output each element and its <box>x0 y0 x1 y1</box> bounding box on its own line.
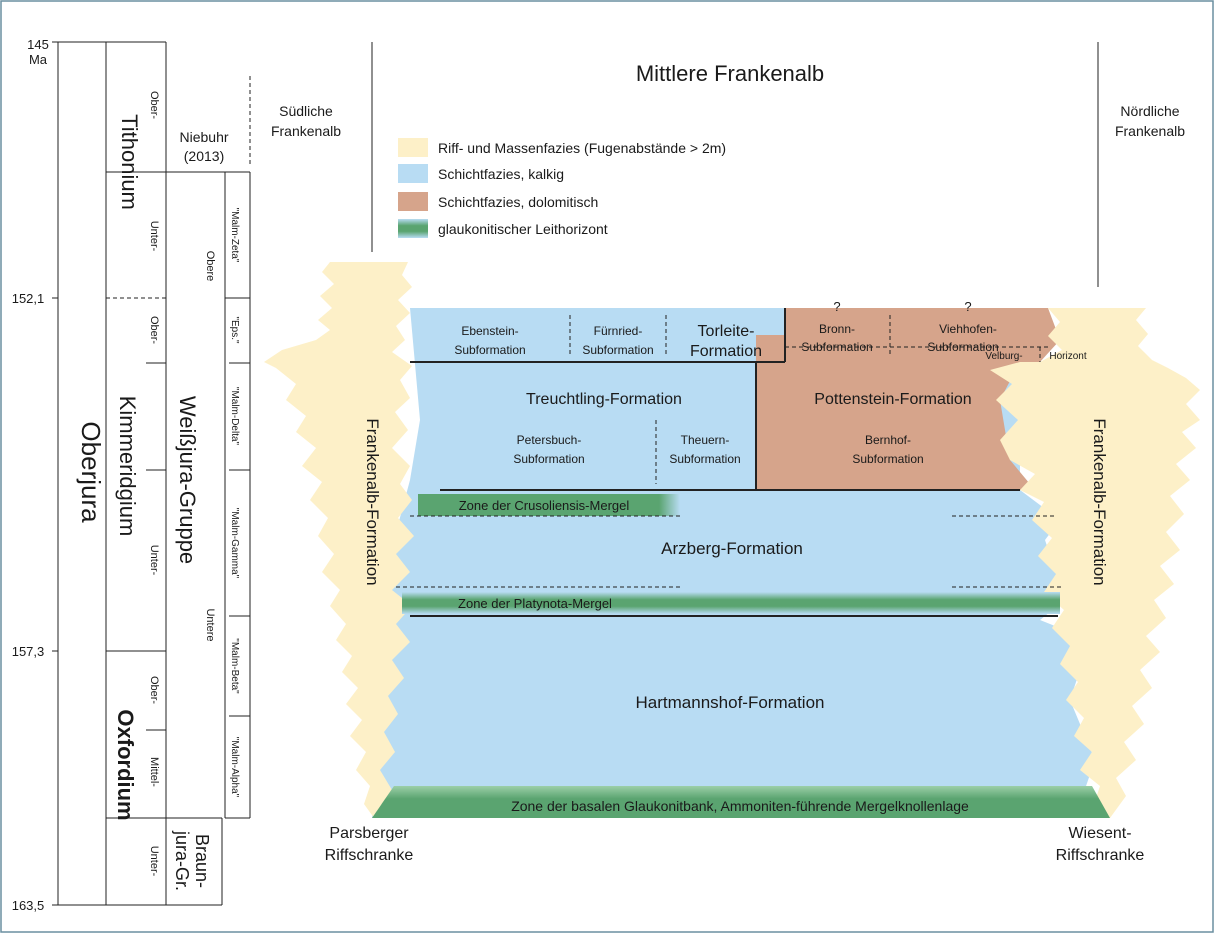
substage-ox-mittel: Mittel- <box>148 757 160 787</box>
crusoliensis-band <box>418 494 680 516</box>
treuchtling-label: Treuchtling-Formation <box>526 391 682 408</box>
region-south-2: Frankenalb <box>271 123 341 139</box>
region-south-1: Südliche <box>279 103 333 119</box>
legend-swatch-dolomitic <box>398 192 428 211</box>
torleite-2: Formation <box>690 343 762 360</box>
crusoliensis-label: Zone der Crusoliensis-Mergel <box>459 498 630 513</box>
velburg-label: Velburg- <box>985 351 1022 362</box>
hartmannshof-label: Hartmannshof-Formation <box>636 693 825 712</box>
age-163: 163,5 <box>12 898 45 913</box>
reef-right <box>990 308 1200 818</box>
substage-kim-unter: Unter- <box>148 545 160 576</box>
niebuhr-line1: Niebuhr <box>179 129 228 145</box>
malm-eps: "Eps." <box>229 316 240 344</box>
age-145: 145 <box>27 37 49 52</box>
frankenalb-left: Frankenalb-Formation <box>363 418 382 585</box>
malm-alpha: "Malm-Alpha" <box>229 737 240 798</box>
torleite-1: Torleite- <box>698 323 755 340</box>
legend-label-dolomitic: Schichtfazies, dolomitisch <box>438 194 598 210</box>
reef-left <box>264 262 414 818</box>
stage-kimmeridgium: Kimmeridgium <box>115 396 140 537</box>
bernhof-2: Subformation <box>852 452 923 466</box>
legend-label-glauconite: glaukonitischer Leithorizont <box>438 221 608 237</box>
substage-tith-unter: Unter- <box>148 221 160 252</box>
age-152: 152,1 <box>12 291 45 306</box>
legend-swatch-calcareous <box>398 164 428 183</box>
group-untere: Untere <box>204 608 216 641</box>
platynota-label: Zone der Platynota-Mergel <box>458 596 612 611</box>
bernhof-1: Bernhof- <box>865 433 911 447</box>
bronn-question: ? <box>833 299 840 314</box>
basal-band <box>372 786 1110 818</box>
malm-zeta: "Malm-Zeta" <box>229 208 240 263</box>
ebenstein-1: Ebenstein- <box>461 324 518 338</box>
braunjura-line2: jura-Gr. <box>172 830 192 891</box>
timescale <box>52 41 251 906</box>
parsberger-1: Parsberger <box>329 825 409 842</box>
basal-label: Zone der basalen Glaukonitbank, Ammonite… <box>511 798 969 814</box>
petersbuch-2: Subformation <box>513 452 584 466</box>
stage-tithonium: Tithonium <box>117 114 142 210</box>
viehhofen-question: ? <box>964 299 971 314</box>
substage-ox-unter: Unter- <box>148 846 160 877</box>
legend-swatch-reef <box>398 138 428 157</box>
legend-swatch-glauconite <box>398 219 428 238</box>
system-label: Oberjura <box>76 421 106 523</box>
horizont-label: Horizont <box>1049 351 1086 362</box>
legend-label-reef: Riff- und Massenfazies (Fugenabstände > … <box>438 140 726 156</box>
group-obere: Obere <box>204 251 216 282</box>
wiesent-1: Wiesent- <box>1068 825 1131 842</box>
parsberger-2: Riffschranke <box>325 847 414 864</box>
substage-tith-ober: Ober- <box>148 91 160 119</box>
frankenalb-right: Frankenalb-Formation <box>1090 418 1109 585</box>
bronn-1: Bronn- <box>819 322 855 336</box>
platynota-band <box>402 592 1060 614</box>
age-unit: Ma <box>29 52 48 67</box>
braunjura-line1: Braun- <box>192 834 212 888</box>
legend-label-calcareous: Schichtfazies, kalkig <box>438 166 564 182</box>
wiesent-2: Riffschranke <box>1056 847 1145 864</box>
malm-beta: "Malm-Beta" <box>229 638 240 694</box>
malm-delta: "Malm-Delta" <box>229 387 240 446</box>
region-middle: Mittlere Frankenalb <box>636 61 824 86</box>
group-label: Weißjura-Gruppe <box>175 396 200 564</box>
substage-kim-ober: Ober- <box>148 316 160 344</box>
theuern-2: Subformation <box>669 452 740 466</box>
region-north-1: Nördliche <box>1120 103 1179 119</box>
arzberg-label: Arzberg-Formation <box>661 539 803 558</box>
pottenstein-label: Pottenstein-Formation <box>814 391 971 408</box>
substage-ox-ober: Ober- <box>148 676 160 704</box>
fuernried-1: Fürnried- <box>594 324 643 338</box>
niebuhr-line2: (2013) <box>184 148 224 164</box>
petersbuch-1: Petersbuch- <box>517 433 582 447</box>
formation-lines <box>396 308 1062 617</box>
viehhofen-2: Subformation <box>927 340 998 354</box>
stage-oxfordium: Oxfordium <box>113 709 138 820</box>
viehhofen-1: Viehhofen- <box>939 322 997 336</box>
malm-gamma: "Malm-Gamma" <box>229 508 240 579</box>
dolomitic-facies <box>756 308 1060 490</box>
age-157: 157,3 <box>12 644 45 659</box>
legend: Riff- und Massenfazies (Fugenabstände > … <box>398 138 726 238</box>
region-north-2: Frankenalb <box>1115 123 1185 139</box>
bronn-2: Subformation <box>801 340 872 354</box>
theuern-1: Theuern- <box>681 433 730 447</box>
ebenstein-2: Subformation <box>454 343 525 357</box>
fuernried-2: Subformation <box>582 343 653 357</box>
